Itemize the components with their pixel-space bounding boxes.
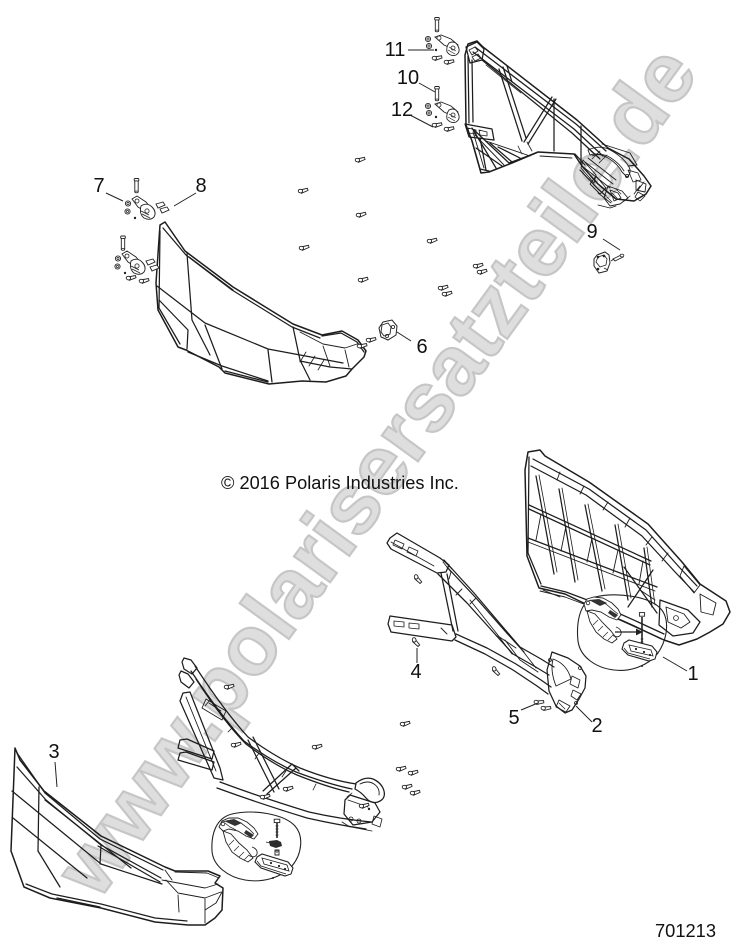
svg-text:1: 1 (687, 663, 698, 685)
svg-text:12: 12 (391, 99, 413, 121)
svg-text:6: 6 (416, 336, 427, 358)
svg-text:11: 11 (385, 39, 406, 61)
svg-text:8: 8 (195, 175, 206, 197)
svg-text:9: 9 (586, 221, 597, 243)
svg-text:701213: 701213 (655, 920, 716, 941)
svg-text:3: 3 (48, 741, 59, 763)
svg-text:5: 5 (508, 707, 519, 729)
svg-text:2: 2 (591, 715, 602, 737)
svg-text:4: 4 (410, 661, 421, 683)
svg-text:© 2016 Polaris Industries Inc.: © 2016 Polaris Industries Inc. (221, 473, 459, 493)
svg-text:10: 10 (397, 67, 419, 89)
svg-text:7: 7 (93, 175, 104, 197)
